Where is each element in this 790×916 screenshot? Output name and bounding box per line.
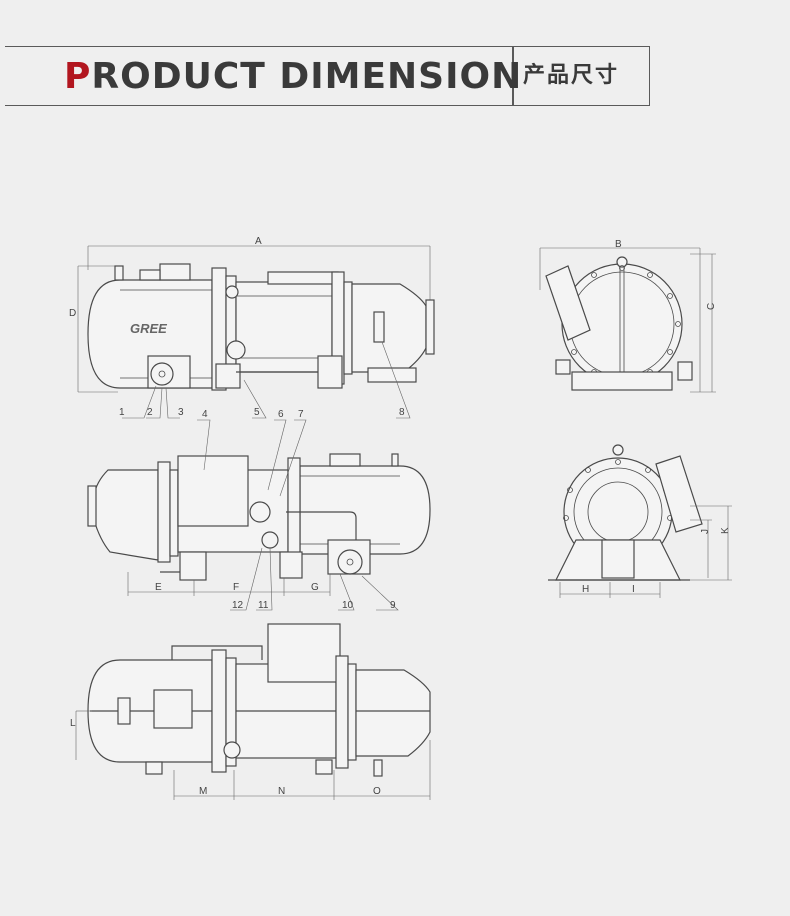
title-rest: RODUCT DIMENSION	[91, 56, 523, 97]
dim-label-b: B	[615, 239, 622, 250]
callout-7: 7	[298, 409, 304, 420]
callout-6: 6	[278, 409, 284, 420]
end-view-middle: H I J K	[548, 444, 732, 598]
dim-label-f: F	[233, 582, 239, 593]
side-view-middle: E F G 4 6 7 9 10 11 12	[87, 409, 431, 611]
callout-4: 4	[202, 409, 208, 420]
dim-label-e: E	[155, 582, 162, 593]
side-view-top: A D GREE	[69, 236, 435, 419]
dim-label-l: L	[70, 718, 76, 729]
dim-label-a: A	[255, 236, 262, 247]
dim-label-i: I	[632, 584, 635, 595]
dim-label-o: O	[373, 786, 381, 797]
header-divider	[512, 46, 514, 106]
header-frame	[5, 46, 650, 106]
callout-5: 5	[254, 407, 260, 418]
dim-label-n: N	[278, 786, 285, 797]
dim-label-k: K	[720, 527, 731, 534]
callout-8: 8	[399, 407, 405, 418]
top-view-bottom: L M N O	[70, 623, 431, 800]
dim-label-j: J	[700, 529, 711, 534]
dim-label-g: G	[311, 582, 319, 593]
callout-11: 11	[258, 600, 269, 611]
page-title: PRODUCT DIMENSION	[64, 52, 522, 102]
page-title-chinese: 产品尺寸	[523, 63, 620, 88]
callout-2: 2	[147, 407, 153, 418]
title-first-letter: P	[64, 56, 92, 97]
gree-logo: GREE	[130, 321, 167, 336]
dim-label-c: C	[706, 303, 717, 310]
callout-10: 10	[342, 600, 354, 611]
callout-12: 12	[232, 600, 244, 611]
callout-3: 3	[178, 407, 184, 418]
dim-label-m: M	[199, 786, 207, 797]
callout-9: 9	[390, 600, 396, 611]
dim-label-d: D	[69, 308, 76, 319]
callout-1: 1	[119, 407, 125, 418]
dim-label-h: H	[582, 584, 589, 595]
end-view-top: B C	[539, 239, 717, 393]
